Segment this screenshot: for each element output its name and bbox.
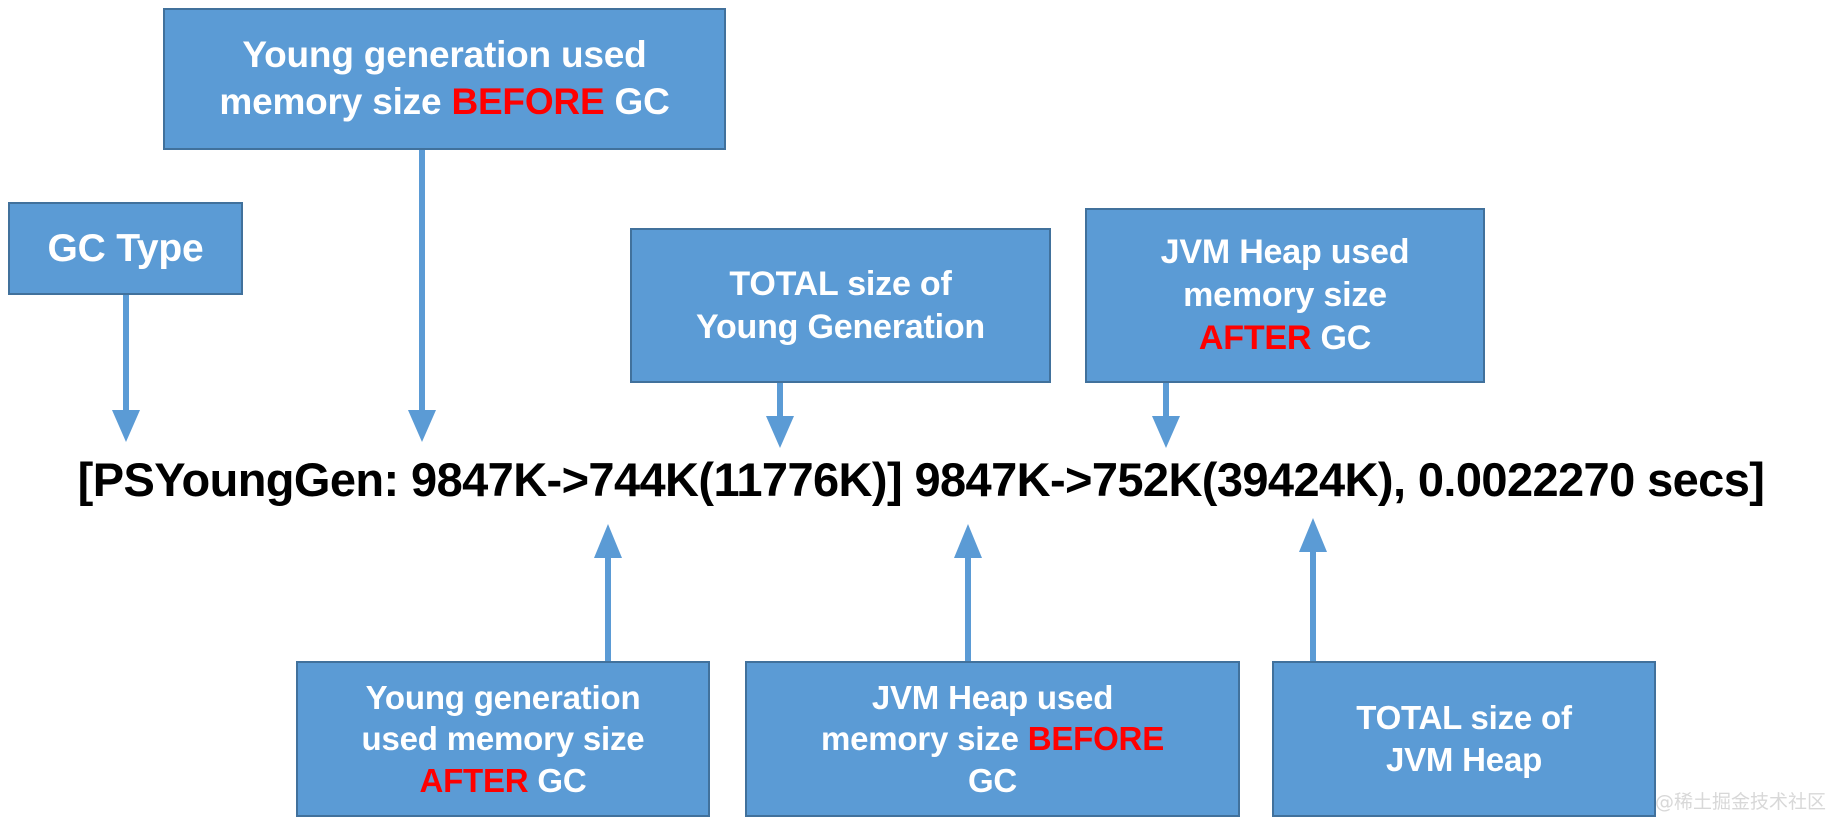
callout-line-2-highlight: BEFORE <box>1027 720 1165 758</box>
callout-young-used-after[interactable]: Young generation used memory size AFTER … <box>296 661 710 817</box>
arrow-heap-used-after <box>1152 382 1180 448</box>
callout-gc-type[interactable]: GC Type <box>8 202 243 295</box>
callout-gc-type-text: GC Type <box>47 226 204 270</box>
arrow-heap-total <box>1299 518 1327 670</box>
arrow-gc-type <box>112 292 140 442</box>
callout-line-1: TOTAL size of <box>1356 699 1572 737</box>
callout-line-2-post: GC <box>604 81 670 122</box>
callout-line-3-post: GC <box>528 761 587 799</box>
callout-line-2-pre: memory size <box>219 81 452 122</box>
callout-line-2: Young Generation <box>696 307 985 346</box>
callout-line-1: TOTAL size of <box>729 264 952 303</box>
callout-line-3-post: GC <box>1311 318 1372 357</box>
arrow-heap-used-before <box>954 524 982 670</box>
callout-line-2: memory size <box>1183 276 1387 315</box>
callout-heap-used-before[interactable]: JVM Heap used memory size BEFORE GC <box>745 661 1240 817</box>
callout-line-3: GC <box>967 761 1018 799</box>
callout-line-3-highlight: AFTER <box>419 761 529 799</box>
callout-heap-before-text: JVM Heap used memory size BEFORE GC <box>747 677 1238 802</box>
callout-young-after-text: Young generation used memory size AFTER … <box>298 677 708 802</box>
callout-young-used-before[interactable]: Young generation used memory size BEFORE… <box>163 8 726 150</box>
callout-young-generation-total[interactable]: TOTAL size of Young Generation <box>630 228 1051 383</box>
callout-line-1: Young generation <box>365 678 641 716</box>
callout-young-used-before-text: Young generation used memory size BEFORE… <box>165 32 724 125</box>
callout-young-total-text: TOTAL size of Young Generation <box>632 263 1049 349</box>
callout-heap-total[interactable]: TOTAL size of JVM Heap <box>1272 661 1656 817</box>
arrow-young-total <box>766 382 794 448</box>
callout-line-2-pre: memory size <box>820 720 1028 758</box>
watermark: @稀土掘金技术社区 <box>1654 791 1826 813</box>
callout-line-2: JVM Heap <box>1385 741 1543 778</box>
callout-line-2: used memory size <box>361 720 645 758</box>
arrow-young-used-before <box>408 148 436 442</box>
callout-heap-total-text: TOTAL size of JVM Heap <box>1274 697 1654 780</box>
callout-line-1: JVM Heap used <box>871 678 1114 716</box>
callout-heap-after-text: JVM Heap used memory size AFTER GC <box>1087 231 1483 359</box>
callout-line-2-highlight: BEFORE <box>451 81 605 122</box>
arrow-young-used-after <box>594 524 622 670</box>
callout-line-1: Young generation used <box>242 34 647 76</box>
callout-line-3-highlight: AFTER <box>1198 318 1312 357</box>
callout-heap-used-after[interactable]: JVM Heap used memory size AFTER GC <box>1085 208 1485 383</box>
callout-line-1: JVM Heap used <box>1160 233 1410 272</box>
gc-log-line: [PSYoungGen: 9847K->744K(11776K)] 9847K-… <box>77 453 1765 506</box>
